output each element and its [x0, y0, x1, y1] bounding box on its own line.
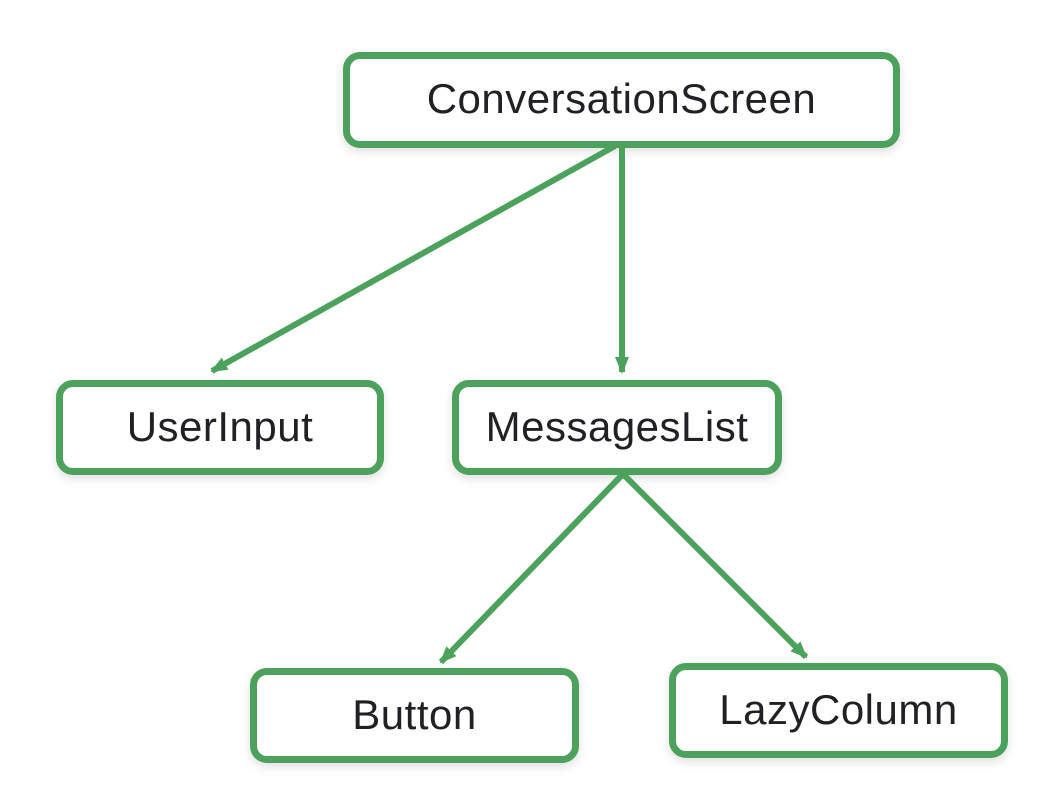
node-lazy-column: LazyColumn — [669, 663, 1008, 758]
edge-conversationscreen-userinput — [210, 143, 617, 374]
node-user-input: UserInput — [56, 380, 384, 475]
node-label: ConversationScreen — [426, 75, 817, 122]
node-label: Button — [352, 690, 477, 738]
node-label: UserInput — [126, 402, 314, 450]
node-messages-list: MessagesList — [452, 380, 782, 475]
edge-messageslist-lazycolumn — [620, 471, 809, 660]
edge-messageslist-button — [438, 471, 626, 665]
node-label: LazyColumn — [719, 685, 958, 733]
node-conversation-screen: ConversationScreen — [343, 52, 900, 148]
node-label: MessagesList — [485, 402, 749, 450]
node-button: Button — [250, 668, 579, 763]
